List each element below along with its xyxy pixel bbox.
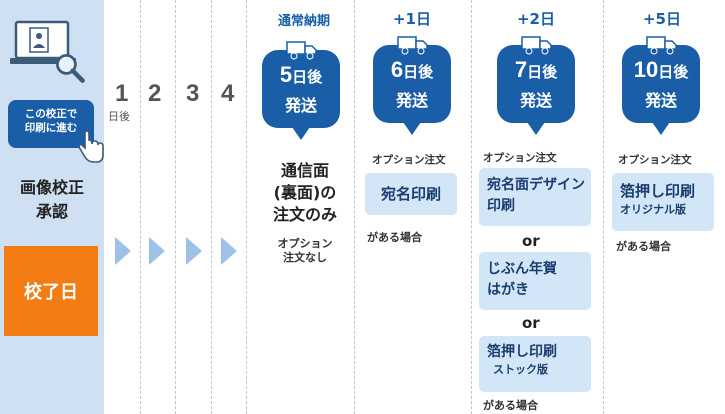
option-box-line1: じぶん年賀 (487, 261, 557, 277)
divider-line (140, 0, 141, 414)
divider-line (603, 0, 604, 414)
pointing-hand-icon (78, 130, 104, 163)
standard-main-line1: 通信面 (280, 161, 329, 180)
option-box-line2: 印刷 (487, 198, 515, 214)
badge-ship: 発送 (284, 96, 317, 115)
badge-tail (652, 122, 670, 135)
arrow-right-icon (115, 237, 131, 265)
day-2: 2 (148, 80, 162, 107)
option-address-design-print: 宛名面デザイン 印刷 (479, 168, 591, 226)
badge-days-number: 5 (279, 62, 293, 87)
day-1-suffix: 日後 (108, 110, 130, 123)
divider-line (246, 0, 247, 414)
column-head-plus5: +5日 (642, 10, 681, 28)
truck-icon (286, 41, 317, 60)
option-box-main: 箔押し印刷 (620, 182, 696, 200)
badge-days: 7日後 (497, 57, 575, 83)
badge-days-unit: 日後 (292, 68, 323, 86)
badge-ship: 発送 (395, 91, 428, 110)
badge-days-unit: 日後 (658, 63, 689, 81)
badge-days-number: 10 (633, 57, 659, 82)
day-1: 1 (115, 80, 129, 107)
badge-ship: 発送 (519, 91, 552, 110)
option-box-line1: 宛名面デザイン (487, 177, 585, 193)
approval-line2: 承認 (35, 202, 68, 221)
magnifier-icon (56, 54, 85, 83)
badge-tail (527, 122, 545, 135)
arrow-right-icon (186, 237, 202, 265)
badge-days: 6日後 (373, 57, 451, 83)
badge-days: 5日後 (262, 62, 340, 88)
badge-tail (292, 127, 310, 140)
standard-main-text: 通信面 (裏面)の 注文のみ (258, 160, 352, 226)
badge-days: 10日後 (622, 57, 700, 83)
standard-sub-text: オプション 注文なし (258, 237, 352, 265)
option-box-main: 箔押し印刷 (487, 344, 557, 360)
badge-days-unit: 日後 (403, 63, 434, 81)
ship-badge-plus2: 7日後 発送 (497, 36, 575, 135)
divider-line (211, 0, 212, 414)
proceed-button-line1: この校正で (24, 108, 78, 120)
option-order-label: オプション注文 (372, 154, 446, 166)
standard-main-line3: 注文のみ (272, 205, 337, 224)
ship-badge-plus5: 10日後 発送 (622, 36, 700, 135)
standard-sub-line1: オプション (277, 237, 333, 250)
ship-badge-standard: 5日後 発送 (262, 41, 340, 140)
day-3: 3 (186, 80, 200, 107)
option-box-sub: オリジナル版 (620, 203, 686, 216)
badge-days-number: 6 (390, 57, 404, 82)
column-head-plus1: +1日 (392, 10, 431, 28)
proceed-button-line2: 印刷に進む (24, 122, 78, 134)
truck-icon (646, 36, 677, 55)
standard-sub-line2: 注文なし (283, 251, 327, 264)
badge-days-number: 7 (514, 57, 528, 82)
option-note: がある場合 (483, 399, 538, 412)
approval-panel: この校正で 印刷に進む 画像校正 承認 校了日 (0, 0, 104, 414)
badge-ship: 発送 (644, 91, 677, 110)
day-4: 4 (221, 80, 235, 107)
column-head-plus2: +2日 (516, 10, 555, 28)
proof-complete-day: 校了日 (4, 246, 98, 336)
truck-icon (521, 36, 552, 55)
arrow-right-icon (149, 237, 165, 265)
badge-tail (403, 122, 421, 135)
proceed-to-print-button[interactable]: この校正で 印刷に進む (8, 100, 94, 148)
standard-main-line2: (裏面)の (273, 183, 337, 202)
divider-line (471, 0, 472, 414)
option-foil-stock: 箔押し印刷 ストック版 (479, 336, 591, 392)
option-box-sub: ストック版 (493, 363, 548, 376)
ship-badge-plus1: 6日後 発送 (373, 36, 451, 135)
option-jibun-nenga: じぶん年賀 はがき (479, 252, 591, 310)
truck-icon (397, 36, 428, 55)
option-note: がある場合 (616, 240, 671, 253)
option-address-print: 宛名印刷 (365, 173, 457, 215)
option-order-label: オプション注文 (618, 154, 692, 166)
option-foil-original: 箔押し印刷 オリジナル版 (612, 173, 714, 231)
arrow-right-icon (221, 237, 237, 265)
option-note: がある場合 (367, 231, 422, 244)
option-box-line2: はがき (487, 282, 529, 298)
column-head-standard: 通常納期 (277, 14, 330, 29)
divider-line (354, 0, 355, 414)
divider-line (175, 0, 176, 414)
or-label: or (522, 232, 540, 250)
badge-days-unit: 日後 (527, 63, 558, 81)
or-label: or (522, 314, 540, 332)
option-order-label: オプション注文 (483, 152, 557, 164)
image-proof-approval: 画像校正 承認 (0, 176, 104, 224)
approval-line1: 画像校正 (19, 178, 84, 197)
